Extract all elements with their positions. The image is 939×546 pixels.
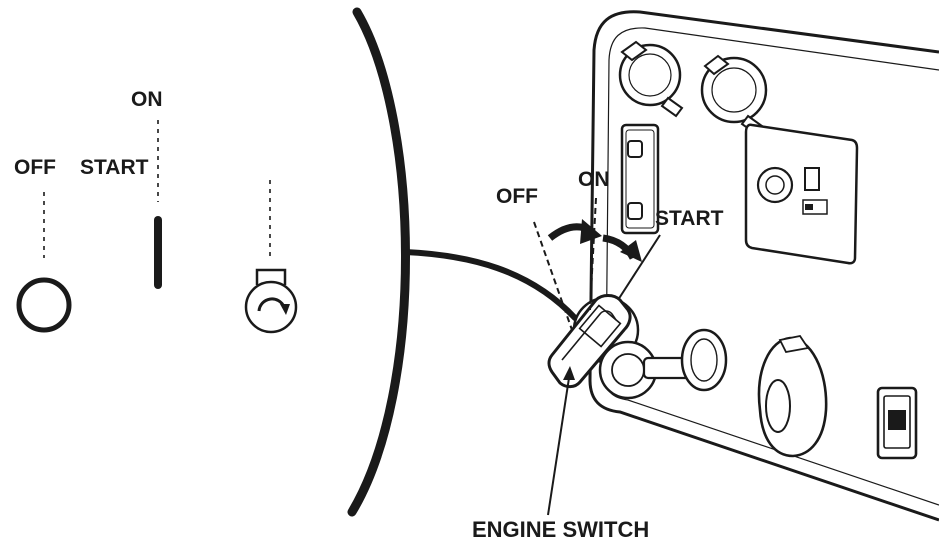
panel-on-leader bbox=[589, 197, 597, 311]
choke-knob bbox=[598, 328, 728, 400]
rotation-start-icon bbox=[244, 268, 298, 334]
off-to-on-arrowhead bbox=[580, 219, 602, 244]
engine-switch-leader bbox=[547, 377, 570, 516]
panel-start-label: START bbox=[655, 207, 724, 230]
legend-on-label: ON bbox=[131, 88, 163, 111]
receptacle-cap-left bbox=[618, 40, 684, 118]
panel-on-label: ON bbox=[578, 168, 610, 191]
rocker-switch bbox=[876, 386, 918, 460]
generator-control-panel bbox=[547, 10, 939, 522]
zoom-connector-line bbox=[402, 249, 578, 321]
fuel-valve-lever bbox=[757, 334, 828, 458]
engine-switch-label: ENGINE SWITCH bbox=[472, 517, 649, 542]
engine-switch-leader-arrowhead bbox=[563, 366, 575, 380]
circle-off-icon bbox=[16, 277, 72, 333]
receptacle-cap-right bbox=[700, 54, 768, 136]
on-to-start-arrowhead bbox=[620, 240, 642, 262]
panel-inner-edge bbox=[605, 27, 939, 506]
dc-breaker-plate bbox=[744, 123, 859, 265]
magnifier-arc bbox=[347, 7, 410, 517]
panel-off-label: OFF bbox=[496, 185, 538, 208]
switch-position-legend: ON OFF START bbox=[14, 88, 298, 334]
panel-start-leader bbox=[617, 234, 661, 301]
switch-position-callouts: OFF ON START ENGINE SWITCH bbox=[472, 168, 724, 542]
panel-off-leader bbox=[533, 221, 573, 331]
dc-terminal-icon bbox=[756, 166, 794, 204]
indicator-plate bbox=[620, 123, 660, 235]
legend-start-label: START bbox=[80, 156, 149, 179]
legend-off-label: OFF bbox=[14, 156, 56, 179]
breaker-indicator-icon bbox=[804, 167, 820, 191]
